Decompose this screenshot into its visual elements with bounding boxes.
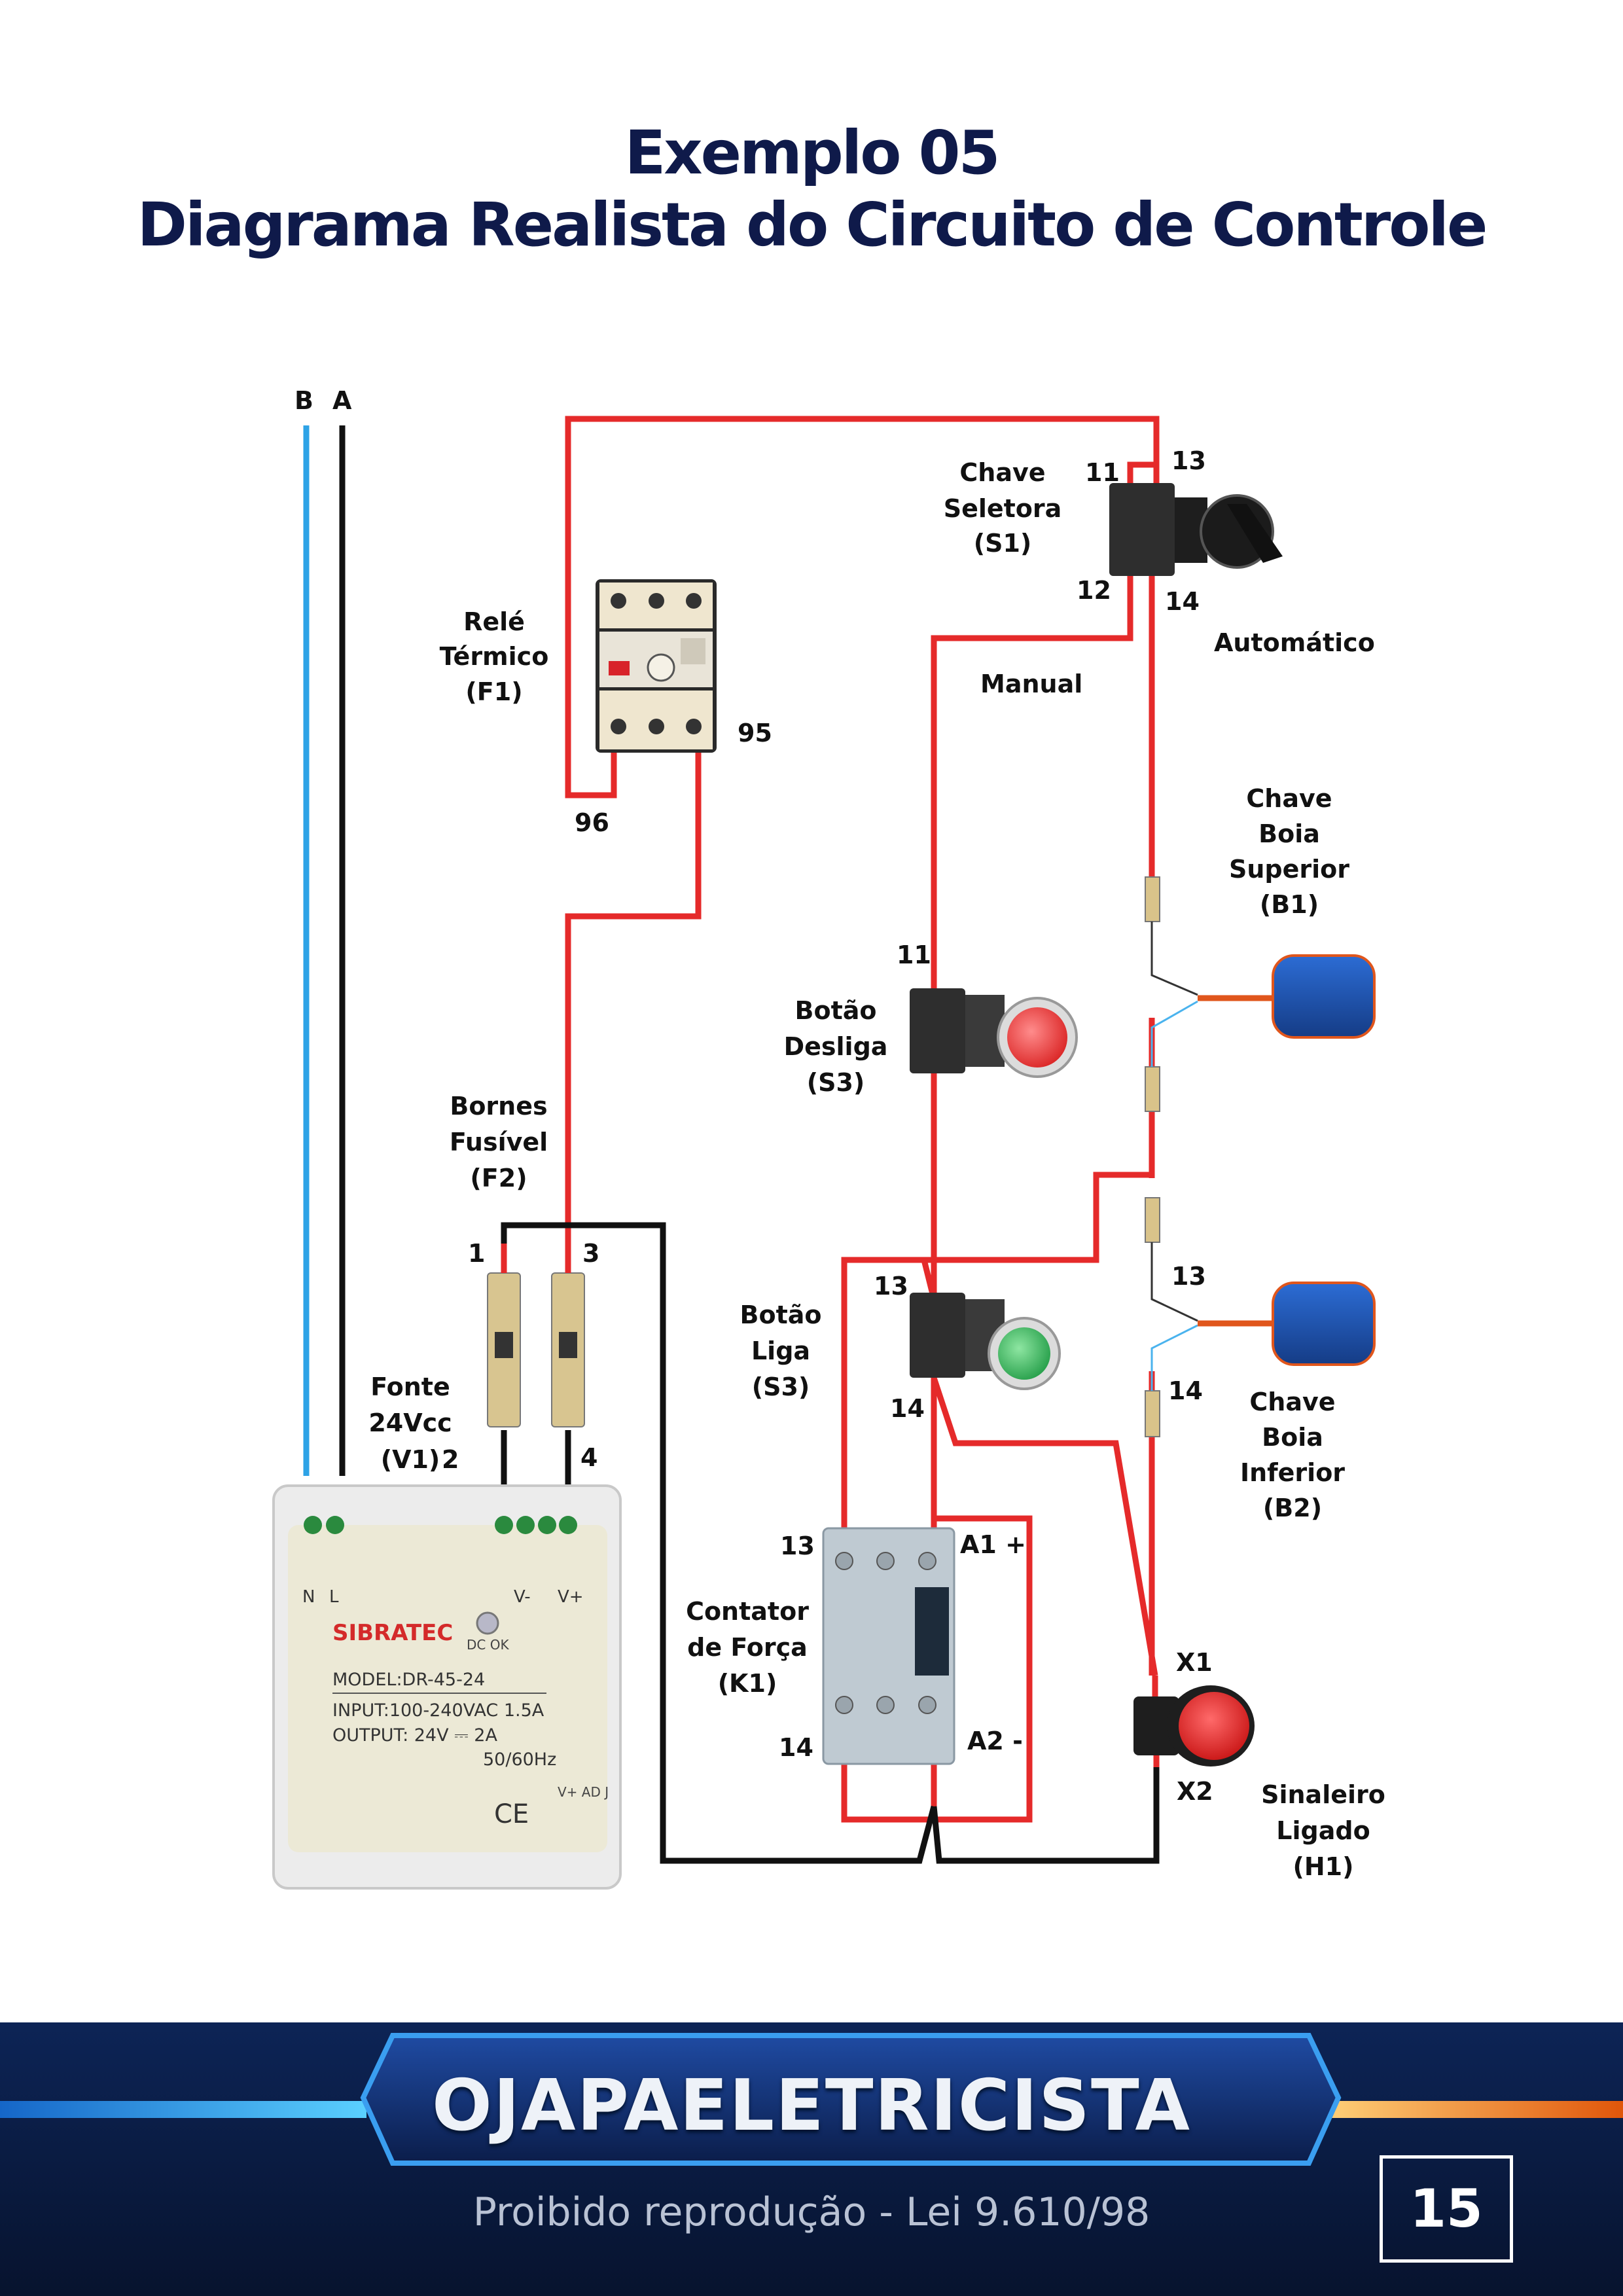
- v1-terminal-vplus: V+: [558, 1587, 584, 1607]
- b1-label-line2: Boia: [1258, 819, 1320, 848]
- s1-terminal-12: 12: [1077, 576, 1111, 605]
- stop-button-s3: Botão Desliga (S3) 11: [784, 941, 1078, 1097]
- f2-terminal-3: 3: [582, 1239, 599, 1268]
- footer-decoration: [0, 2033, 1623, 2166]
- wire-s1-to-f1-96: [565, 416, 1160, 798]
- s3-off-terminal-11: 11: [897, 941, 931, 969]
- k1-label-line1: Contator: [686, 1597, 809, 1626]
- s1-label-line2: Seletora: [944, 494, 1062, 523]
- wire-contactor-13-to-b2: [841, 1172, 1155, 1554]
- v1-model: MODEL:DR-45-24: [332, 1670, 485, 1690]
- f2-terminal-1: 1: [468, 1239, 485, 1268]
- thermal-relay-f1: Relé Térmico (F1) 96 95: [440, 579, 772, 837]
- wire-s1-jumper: [1127, 461, 1156, 483]
- s1-terminal-13: 13: [1171, 446, 1206, 475]
- s1-label-line1: Chave: [959, 458, 1045, 487]
- v1-label-line1: Fonte: [370, 1372, 450, 1401]
- power-supply-v1: Fonte 24Vcc (V1) N L V- V+ DC OK SIBRATE…: [272, 1372, 622, 1890]
- footer-legal-notice: Proibido reprodução - Lei 9.610/98: [473, 2189, 1150, 2235]
- v1-adjust: V+ AD J: [558, 1784, 609, 1800]
- v1-terminal-l: L: [329, 1587, 339, 1607]
- pilot-light-h1: X1 X2 Sinaleiro Ligado (H1): [1133, 1648, 1385, 1881]
- v1-brand: SIBRATEC: [332, 1620, 453, 1646]
- control-circuit-diagram: B A Relé: [272, 386, 1385, 1890]
- b2-terminal-13: 13: [1171, 1262, 1206, 1291]
- h1-terminal-x1: X1: [1176, 1648, 1213, 1677]
- v1-terminal-vminus: V-: [514, 1587, 531, 1607]
- wire-fuse-1-to-a2: [501, 1222, 937, 1864]
- fuse-terminals-f2: Bornes Fusível (F2) 1 3 2 4: [442, 1092, 599, 1474]
- h1-label-line1: Sinaleiro: [1261, 1780, 1385, 1809]
- v1-label-line2: 24Vcc: [368, 1408, 452, 1437]
- s3-on-label-line2: Liga: [751, 1336, 810, 1365]
- f2-label-line1: Bornes: [450, 1092, 547, 1121]
- f2-terminal-2: 2: [442, 1445, 459, 1474]
- v1-terminal-n: N: [302, 1587, 315, 1607]
- wire-a2-to-x2: [931, 1767, 1160, 1864]
- f2-label-line2: Fusível: [450, 1128, 548, 1157]
- wire-a1-loop: [841, 1515, 1033, 1823]
- s3-on-terminal-14: 14: [890, 1394, 925, 1423]
- f1-label-line3: (F1): [465, 677, 522, 706]
- b2-label-line1: Chave: [1249, 1388, 1335, 1416]
- f1-terminal-96: 96: [575, 808, 609, 837]
- k1-terminal-a1: A1 +: [960, 1530, 1026, 1559]
- s1-label-line3: (S1): [974, 529, 1032, 558]
- s3-off-label-line2: Desliga: [784, 1032, 888, 1061]
- wire-s3-on-to-x1: [931, 1376, 1158, 1676]
- s3-on-label-line3: (S3): [752, 1372, 810, 1401]
- float-switch-upper-b1: Chave Boia Superior (B1): [1145, 784, 1376, 1112]
- s1-terminal-14: 14: [1165, 587, 1200, 616]
- v1-frequency: 50/60Hz: [483, 1749, 556, 1770]
- b1-label-line4: (B1): [1260, 890, 1319, 919]
- f2-label-line3: (F2): [470, 1164, 527, 1193]
- f1-label-line1: Relé: [463, 607, 525, 636]
- s1-position-auto: Automático: [1214, 628, 1375, 657]
- h1-terminal-x2: X2: [1177, 1777, 1213, 1806]
- supply-rails: B A: [294, 386, 352, 1476]
- start-button-s3: Botão Liga (S3) 13 14: [740, 1272, 1061, 1423]
- f1-label-line2: Térmico: [440, 642, 549, 671]
- h1-label-line2: Ligado: [1276, 1816, 1370, 1845]
- v1-output: OUTPUT: 24V ⎓ 2A: [332, 1725, 497, 1746]
- k1-terminal-13: 13: [780, 1532, 815, 1560]
- float-switch-lower-b2: 13 14 Chave Boia Inferior (B2): [1145, 1197, 1376, 1522]
- s3-on-terminal-13: 13: [874, 1272, 908, 1300]
- footer: [0, 2022, 1623, 2296]
- k1-terminal-14: 14: [779, 1733, 813, 1762]
- b2-label-line2: Boia: [1262, 1423, 1323, 1452]
- v1-ce-mark: CE: [494, 1799, 529, 1829]
- contactor-k1: Contator de Força (K1) 13 14 A1 + A2 -: [686, 1527, 1026, 1765]
- s3-off-label-line3: (S3): [807, 1068, 865, 1097]
- rail-b-label: B: [294, 386, 313, 415]
- wire-f1-95-to-fuse-3: [565, 736, 702, 1263]
- page-number: 15: [1380, 2155, 1513, 2263]
- s1-position-manual: Manual: [980, 670, 1082, 698]
- b2-label-line4: (B2): [1263, 1494, 1322, 1522]
- s1-terminal-11: 11: [1085, 458, 1120, 487]
- k1-terminal-a2: A2 -: [967, 1727, 1023, 1755]
- page-subtitle: Diagrama Realista do Circuito de Control…: [137, 190, 1488, 260]
- b2-terminal-14: 14: [1168, 1376, 1203, 1405]
- f1-terminal-95: 95: [738, 719, 772, 747]
- footer-brand: OJAPAELETRICISTA: [432, 2065, 1191, 2147]
- selector-switch-s1: Chave Seletora (S1) 11 13 12 14 Manual A…: [944, 446, 1375, 698]
- h1-label-line3: (H1): [1293, 1852, 1354, 1881]
- k1-label-line3: (K1): [718, 1669, 777, 1698]
- v1-label-line3: (V1): [381, 1445, 440, 1474]
- v1-input: INPUT:100-240VAC 1.5A: [332, 1700, 544, 1721]
- rail-a-label: A: [332, 386, 352, 415]
- f2-terminal-4: 4: [580, 1443, 597, 1472]
- b1-label-line1: Chave: [1246, 784, 1332, 813]
- v1-dc-ok: DC OK: [467, 1637, 509, 1653]
- s3-off-label-line1: Botão: [795, 996, 877, 1025]
- wire-s1-manual-to-s3-off: [931, 576, 1133, 995]
- page-title: Exemplo 05: [624, 118, 1000, 188]
- k1-label-line2: de Força: [687, 1633, 808, 1662]
- b2-label-line3: Inferior: [1240, 1458, 1345, 1487]
- s3-on-label-line1: Botão: [740, 1300, 822, 1329]
- b1-label-line3: Superior: [1229, 855, 1349, 884]
